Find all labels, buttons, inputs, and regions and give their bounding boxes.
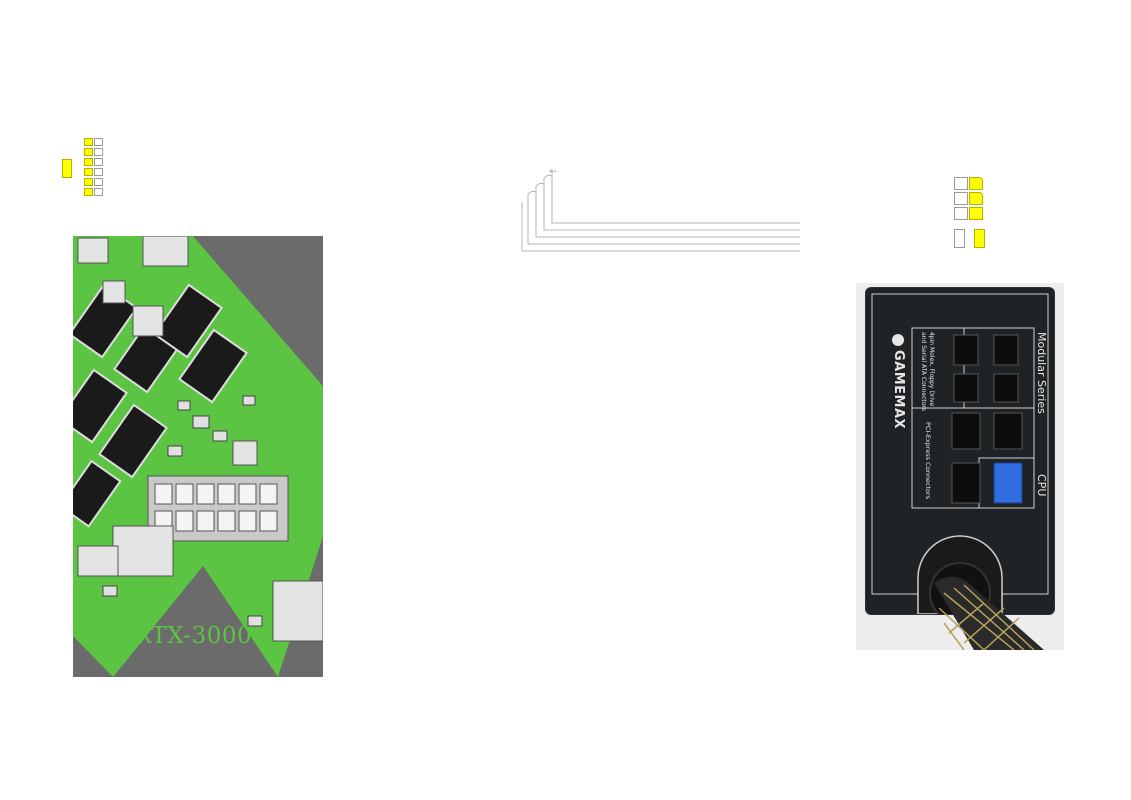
psu-pinout-diagram — [954, 177, 990, 249]
pin — [94, 168, 103, 176]
pin — [954, 177, 968, 190]
cable-bundle-lines — [521, 169, 800, 252]
psu-series-label: Modular Series — [1035, 332, 1048, 414]
pin — [969, 192, 983, 205]
pin — [954, 192, 968, 205]
psu-panel-drawing — [871, 293, 1049, 614]
pin — [94, 178, 103, 186]
sense-pin — [954, 229, 965, 248]
pin — [84, 148, 93, 156]
psu-panel: GAMEMAX Modular Series CPU 4pin Molex, F… — [866, 288, 1054, 614]
pin — [94, 148, 103, 156]
gpu-board-image: RTX-3000 — [73, 236, 323, 677]
psu-modular-panel-image: GAMEMAX Modular Series CPU 4pin Molex, F… — [856, 283, 1064, 650]
pin — [94, 158, 103, 166]
pin — [969, 177, 983, 190]
psu-cpu-label: CPU — [1035, 474, 1048, 497]
pin — [94, 188, 103, 196]
psu-brand-logo: GAMEMAX — [891, 350, 906, 430]
braided-cable — [934, 576, 1044, 650]
gpu-pinout-diagram — [62, 138, 112, 202]
pin — [84, 188, 93, 196]
pin — [84, 138, 93, 146]
gpu-board-drawing — [73, 236, 323, 677]
pin — [94, 138, 103, 146]
psu-molex-label-line1: 4pin Molex, Floppy Drive — [928, 332, 935, 407]
pin — [954, 207, 968, 220]
pin — [84, 168, 93, 176]
psu-molex-label-line2: and Serial ATA Connectors — [920, 332, 927, 412]
sense-pin — [62, 159, 72, 178]
sense-pin — [974, 229, 985, 248]
pin — [84, 158, 93, 166]
psu-pcie-label: PCI-Express Connectors — [924, 422, 932, 500]
gpu-model-label: RTX-3000 — [134, 623, 253, 649]
pin — [969, 207, 983, 220]
pin — [84, 178, 93, 186]
